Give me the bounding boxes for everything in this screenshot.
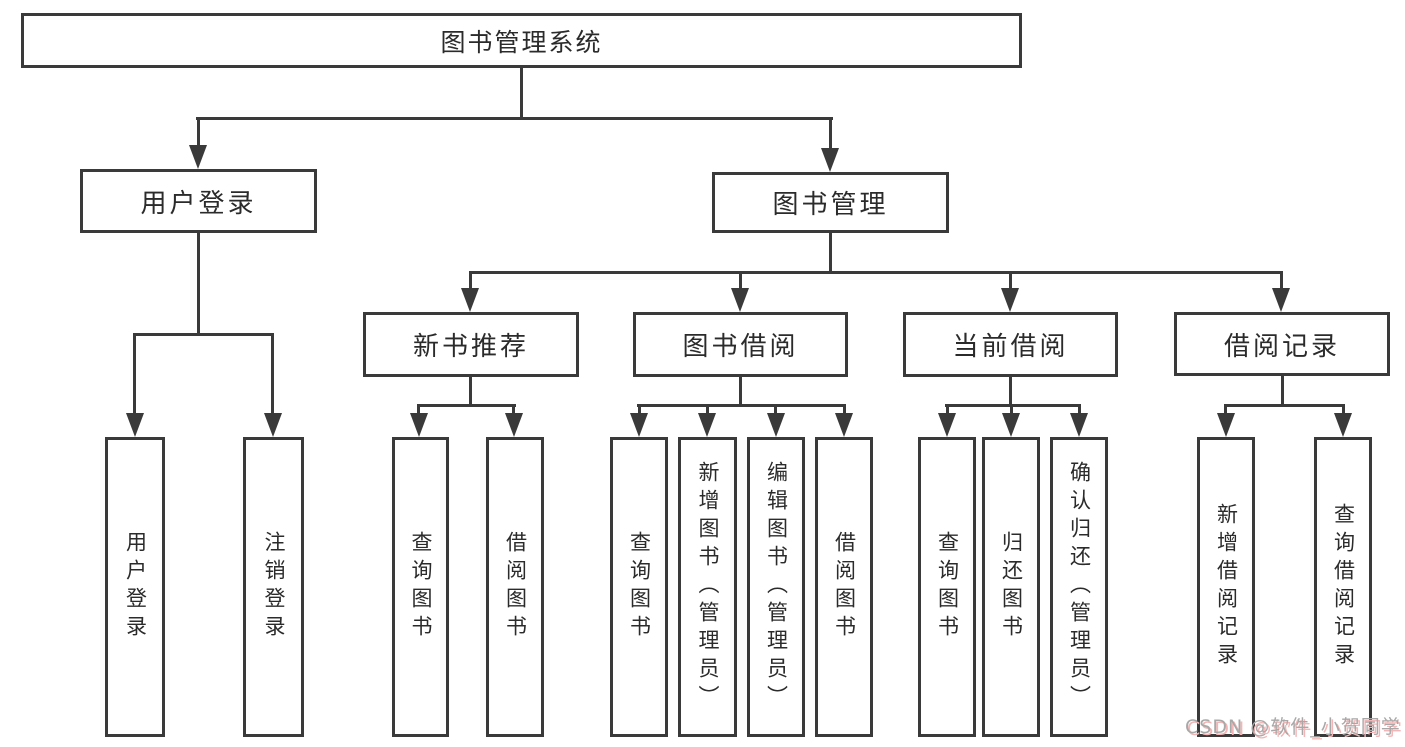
connector (638, 404, 641, 416)
node-root: 图书管理系统 (21, 13, 1022, 68)
node-new-book-recommend: 新书推荐 (363, 312, 579, 377)
leaf-current-query-label: 查询图书 (935, 531, 960, 643)
arrow-down-icon (264, 413, 282, 437)
connector (1010, 404, 1013, 416)
connector (843, 404, 846, 416)
connector (1280, 271, 1283, 290)
connector (133, 333, 136, 415)
node-borrow-records-label: 借阅记录 (1223, 331, 1340, 362)
leaf-user-login: 用户登录 (105, 437, 165, 737)
arrow-down-icon (1217, 413, 1235, 437)
connector (739, 271, 742, 290)
connector (1009, 377, 1012, 407)
node-book-borrow-label: 图书借阅 (682, 332, 799, 362)
connector (469, 377, 472, 407)
connector (271, 333, 274, 415)
node-book-borrow: 图书借阅 (633, 312, 848, 377)
connector (739, 377, 742, 407)
arrow-down-icon (1070, 413, 1088, 437)
arrow-down-icon (1334, 413, 1352, 437)
leaf-borrow-add-admin-label: 新增图书（管理员） (696, 461, 720, 713)
node-book-management-label: 图书管理 (772, 190, 889, 220)
node-book-management: 图书管理 (712, 172, 949, 233)
leaf-borrow-borrow-label: 借阅图书 (832, 531, 857, 643)
node-root-label: 图书管理系统 (440, 27, 603, 57)
arrow-down-icon (938, 413, 956, 437)
connector (829, 117, 832, 150)
connector (1009, 271, 1012, 290)
arrow-down-icon (698, 413, 716, 437)
connector (520, 68, 523, 118)
connector (1224, 404, 1227, 416)
leaf-current-return: 归还图书 (982, 437, 1040, 737)
arrow-down-icon (1001, 288, 1019, 312)
leaf-logout-label: 注销登录 (262, 531, 286, 643)
connector (417, 404, 516, 407)
leaf-current-confirm-admin-label: 确认归还（管理员） (1067, 461, 1092, 713)
node-user-login: 用户登录 (80, 169, 317, 233)
arrow-down-icon (410, 413, 428, 437)
leaf-records-query: 查询借阅记录 (1314, 437, 1372, 737)
connector (829, 233, 832, 273)
connector (945, 404, 1081, 407)
arrow-down-icon (189, 145, 207, 169)
leaf-borrow-add-admin: 新增图书（管理员） (678, 437, 737, 737)
connector (946, 404, 949, 416)
arrow-down-icon (1272, 288, 1290, 312)
connector (197, 117, 200, 147)
connector (1342, 404, 1345, 416)
connector (133, 333, 274, 336)
leaf-borrow-borrow: 借阅图书 (815, 437, 873, 737)
connector (1078, 404, 1081, 416)
node-user-login-label: 用户登录 (140, 188, 257, 219)
node-current-borrow-label: 当前借阅 (952, 332, 1069, 362)
connector (469, 271, 1283, 274)
arrow-down-icon (1002, 413, 1020, 437)
watermark: CSDN @软件_小贺同学 (1185, 716, 1401, 738)
connector (512, 404, 515, 416)
leaf-current-query: 查询图书 (918, 437, 976, 737)
leaf-records-add-label: 新增借阅记录 (1214, 503, 1239, 671)
leaf-newbook-borrow-label: 借阅图书 (503, 531, 528, 643)
leaf-records-add: 新增借阅记录 (1197, 437, 1255, 737)
leaf-current-return-label: 归还图书 (999, 531, 1024, 643)
leaf-user-login-label: 用户登录 (123, 531, 148, 643)
leaf-current-confirm-admin: 确认归还（管理员） (1050, 437, 1108, 737)
arrow-down-icon (630, 413, 648, 437)
leaf-borrow-query: 查询图书 (610, 437, 668, 737)
leaf-borrow-edit-admin: 编辑图书（管理员） (747, 437, 805, 737)
node-new-book-recommend-label: 新书推荐 (412, 332, 529, 362)
arrow-down-icon (821, 148, 839, 172)
connector (469, 271, 472, 290)
arrow-down-icon (767, 413, 785, 437)
leaf-newbook-query-label: 查询图书 (409, 531, 433, 643)
node-current-borrow: 当前借阅 (903, 312, 1118, 377)
connector (706, 404, 709, 416)
leaf-records-query-label: 查询借阅记录 (1331, 503, 1356, 671)
connector (1281, 376, 1284, 407)
connector (774, 404, 777, 416)
connector (197, 233, 200, 334)
arrow-down-icon (505, 413, 523, 437)
node-borrow-records: 借阅记录 (1174, 312, 1390, 376)
leaf-newbook-borrow: 借阅图书 (486, 437, 544, 737)
connector (417, 404, 420, 416)
leaf-logout: 注销登录 (243, 437, 304, 737)
connector (196, 117, 833, 120)
arrow-down-icon (126, 413, 144, 437)
connector (1224, 404, 1345, 407)
leaf-borrow-query-label: 查询图书 (627, 531, 652, 643)
connector (637, 404, 846, 407)
arrow-down-icon (731, 288, 749, 312)
arrow-down-icon (461, 288, 479, 312)
arrow-down-icon (835, 413, 853, 437)
leaf-borrow-edit-admin-label: 编辑图书（管理员） (764, 461, 789, 713)
leaf-newbook-query: 查询图书 (392, 437, 449, 737)
